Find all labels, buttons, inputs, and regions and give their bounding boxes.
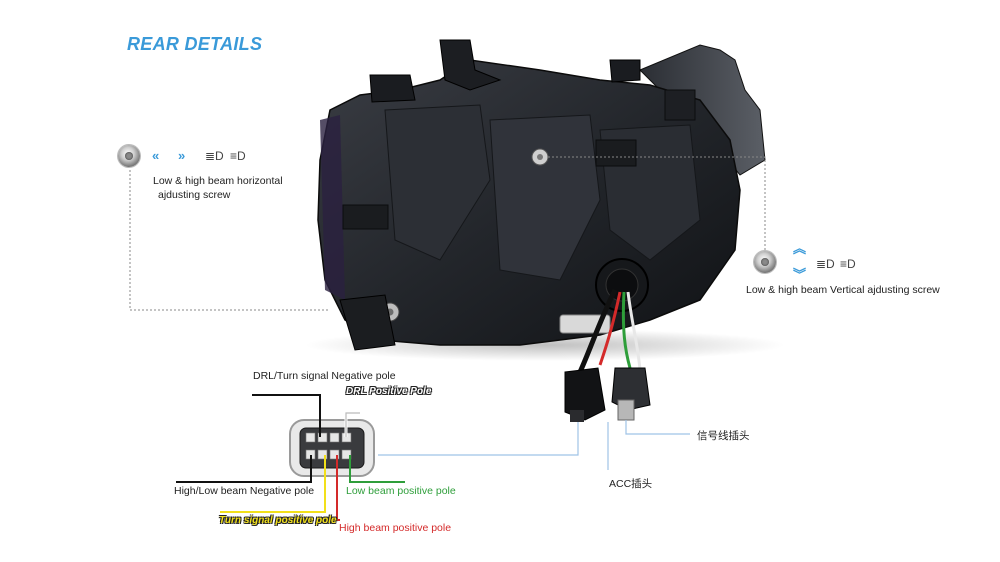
rear-panel-left xyxy=(384,104,491,261)
page-title: REAR DETAILS xyxy=(127,34,263,54)
wire-drl-turn-negative xyxy=(252,394,321,437)
arrow-up-icon: ︽ xyxy=(793,241,807,256)
top-clip-right xyxy=(609,59,641,83)
top-bracket xyxy=(439,39,502,91)
rear-panel-center xyxy=(489,114,601,281)
label-acc-plug: ACC插头 xyxy=(609,478,653,490)
horizontal-screw-icon xyxy=(118,145,140,167)
label-turn-signal-positive: Turn signal positive pole xyxy=(219,515,337,526)
arrow-right-icon: » xyxy=(178,148,186,163)
lens-edge xyxy=(320,115,345,300)
arrow-left-icon: « xyxy=(152,148,160,163)
label-drl-positive: DRL Positive Pole xyxy=(346,386,432,397)
arrow-down-icon: ︾ xyxy=(793,267,807,282)
vertical-screw-label: Low & high beam Vertical ajdusting screw xyxy=(746,284,940,296)
leader-signal xyxy=(625,420,690,435)
wire-turn-signal-positive xyxy=(220,455,326,513)
vertical-screw-icon xyxy=(754,251,776,273)
label-high-beam-positive: High beam positive pole xyxy=(339,522,452,534)
harness-red xyxy=(598,291,622,366)
harness-black xyxy=(577,288,618,374)
high-beam-icon: ≡D xyxy=(840,257,856,271)
harness-green xyxy=(621,291,632,369)
wire-low-beam-positive xyxy=(349,455,405,483)
wire-high-low-negative xyxy=(176,455,312,483)
label-low-beam-positive: Low beam positive pole xyxy=(346,485,456,497)
label-high-low-negative: High/Low beam Negative pole xyxy=(174,485,315,497)
connector-pins xyxy=(305,432,352,460)
harness-white xyxy=(626,291,642,371)
leader-horizontal-screw xyxy=(129,170,330,311)
signal-plug-tip xyxy=(617,399,635,421)
label-signal-plug: 信号线插头 xyxy=(697,430,750,442)
horizontal-screw-label-line2: ajdusting screw xyxy=(158,189,231,201)
label-drl-turn-negative: DRL/Turn signal Negative pole xyxy=(253,370,396,382)
rear-vent-left xyxy=(342,204,389,230)
rear-vent-right xyxy=(595,139,637,167)
high-beam-icon: ≡D xyxy=(230,149,246,163)
acc-plug-tip xyxy=(570,410,584,422)
rear-vent-top xyxy=(664,89,696,121)
horizontal-screw-label-line1: Low & high beam horizontal xyxy=(153,175,283,187)
wire-high-beam-positive xyxy=(336,455,340,521)
bottom-mount xyxy=(339,294,396,351)
wire-drl-positive xyxy=(345,412,360,437)
acc-plug-body xyxy=(564,367,606,421)
low-beam-icon: ≣D xyxy=(816,257,835,271)
top-clip-left xyxy=(369,74,416,103)
leader-connector xyxy=(378,422,579,456)
low-beam-icon: ≣D xyxy=(205,149,224,163)
leader-vertical-screw xyxy=(548,156,766,252)
